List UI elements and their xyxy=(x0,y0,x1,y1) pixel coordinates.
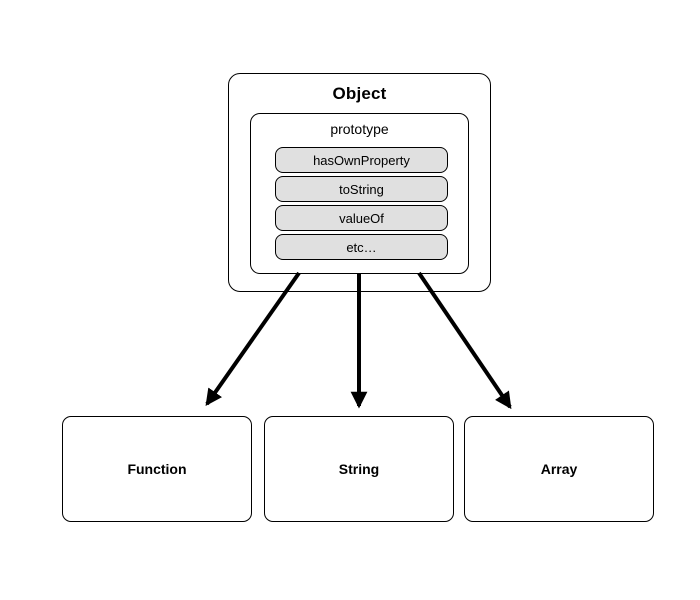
prototype-box-label: prototype xyxy=(330,121,389,137)
child-box-label: String xyxy=(338,461,380,477)
child-box-label: Array xyxy=(540,461,578,477)
child-box-array: Array xyxy=(464,416,654,522)
method-pill-etc: etc… xyxy=(275,234,448,260)
method-pill-hasownproperty: hasOwnProperty xyxy=(275,147,448,173)
method-pill-tostring: toString xyxy=(275,176,448,202)
method-pill-label: valueOf xyxy=(339,210,384,226)
method-pill-label: toString xyxy=(339,181,384,197)
object-box-title: Object xyxy=(332,84,387,103)
child-box-label: Function xyxy=(127,461,187,477)
method-pill-valueof: valueOf xyxy=(275,205,448,231)
child-box-function: Function xyxy=(62,416,252,522)
method-pill-label: hasOwnProperty xyxy=(313,152,410,168)
prototype-method-list: hasOwnProperty toString valueOf etc… xyxy=(275,147,448,260)
arrow-object-to-array xyxy=(417,271,512,410)
child-box-string: String xyxy=(264,416,454,522)
arrow-object-to-function xyxy=(205,271,301,407)
method-pill-label: etc… xyxy=(346,239,377,255)
